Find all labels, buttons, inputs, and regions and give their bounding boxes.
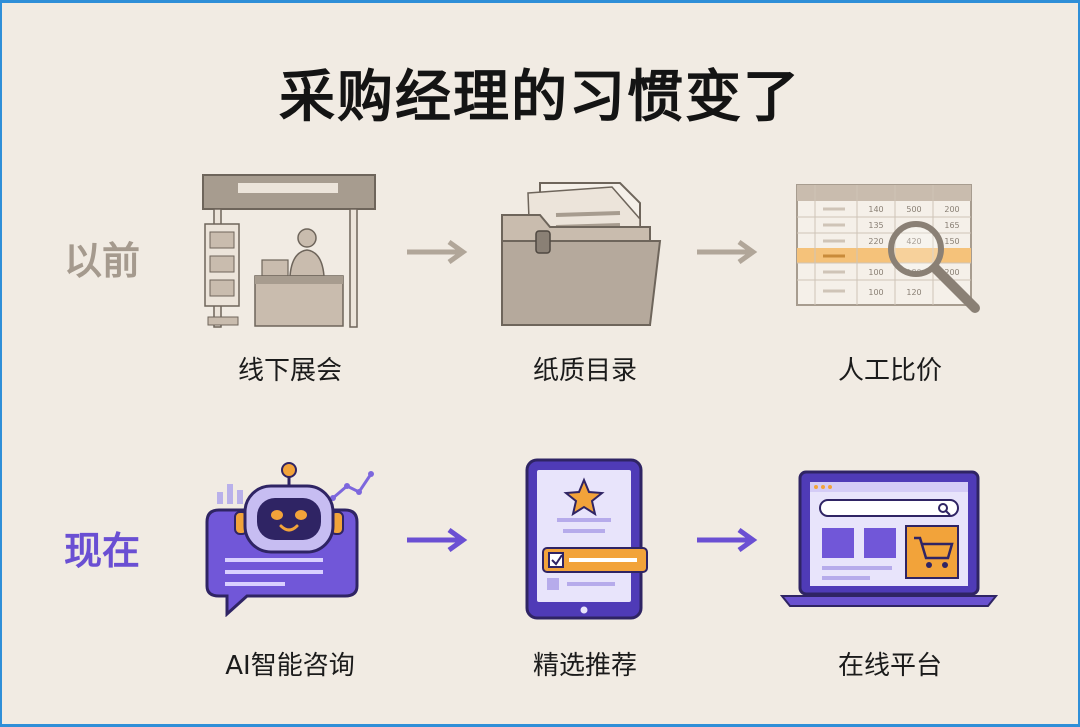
bottom-border	[0, 724, 1080, 727]
caption-paper-catalog: 纸质目录	[532, 356, 637, 386]
arrow-right-icon	[407, 240, 468, 264]
table-cell: 135	[868, 221, 883, 230]
caption-online-platform: 在线平台	[837, 651, 942, 681]
caption-ai-consultation: AI智能咨询	[225, 651, 355, 681]
table-cell: 100	[868, 288, 883, 297]
caption-curated-recommendation: 精选推荐	[532, 651, 637, 681]
spreadsheet-magnifier-icon: 140 500 200 135 165 220 420 150 100 180 …	[796, 184, 980, 313]
left-border	[0, 0, 2, 727]
caption-offline-exhibition: 线下展会	[237, 356, 342, 386]
arrow-right-icon	[697, 240, 758, 264]
table-cell: 500	[906, 205, 921, 214]
top-border	[0, 0, 1080, 3]
right-border	[1078, 0, 1080, 727]
table-cell: 120	[906, 288, 921, 297]
table-cell: 140	[868, 205, 883, 214]
table-cell: 165	[944, 221, 959, 230]
row-label-before: 以前	[64, 239, 141, 283]
table-cell: 220	[868, 237, 883, 246]
tablet-recommendation-icon	[525, 458, 648, 620]
laptop-shopping-icon	[780, 470, 999, 607]
caption-manual-price-comparison: 人工比价	[837, 356, 942, 386]
table-cell: 200	[944, 205, 959, 214]
table-cell: 100	[868, 268, 883, 277]
robot-chat-icon	[205, 462, 374, 617]
page-title: 采购经理的习惯变了	[279, 65, 801, 130]
exhibition-booth-icon	[202, 174, 376, 328]
arrow-right-icon	[697, 528, 758, 552]
table-cell: 200	[944, 268, 959, 277]
table-cell: 420	[906, 237, 921, 246]
table-cell: 150	[944, 237, 959, 246]
row-label-now: 现在	[64, 529, 141, 573]
paper-folder-icon	[501, 182, 662, 326]
arrow-right-icon	[407, 528, 468, 552]
